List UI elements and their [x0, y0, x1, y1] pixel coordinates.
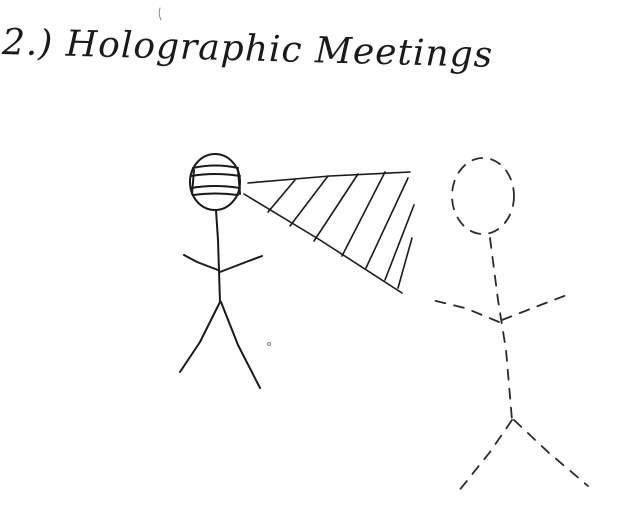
beam-hatch-line [289, 175, 329, 227]
projection-beam [243, 171, 415, 294]
headset-visor-icon [190, 164, 241, 196]
person-with-headset [179, 153, 263, 389]
beam-hatch-line [365, 177, 409, 269]
beam-hatch-line [384, 204, 415, 281]
hologram-right-leg [513, 419, 589, 487]
hologram-left-arm [431, 299, 500, 323]
beam-hatch-line [267, 179, 296, 213]
beam-top-edge [247, 171, 411, 184]
person-right-leg [220, 301, 261, 389]
person-head [189, 153, 241, 211]
stray-marks [158, 7, 271, 346]
hologram-right-arm [501, 292, 573, 321]
hologram-body [489, 237, 513, 421]
hologram-person [431, 157, 589, 493]
beam-hatch-line [397, 237, 413, 289]
beam-hatch-line [341, 171, 386, 257]
hologram-head [451, 157, 515, 235]
person-body [215, 209, 221, 303]
person-left-arm [183, 254, 219, 271]
person-left-leg [179, 301, 221, 373]
person-right-arm [219, 255, 263, 273]
beam-hatch-line [313, 173, 359, 242]
hologram-left-leg [457, 419, 513, 493]
